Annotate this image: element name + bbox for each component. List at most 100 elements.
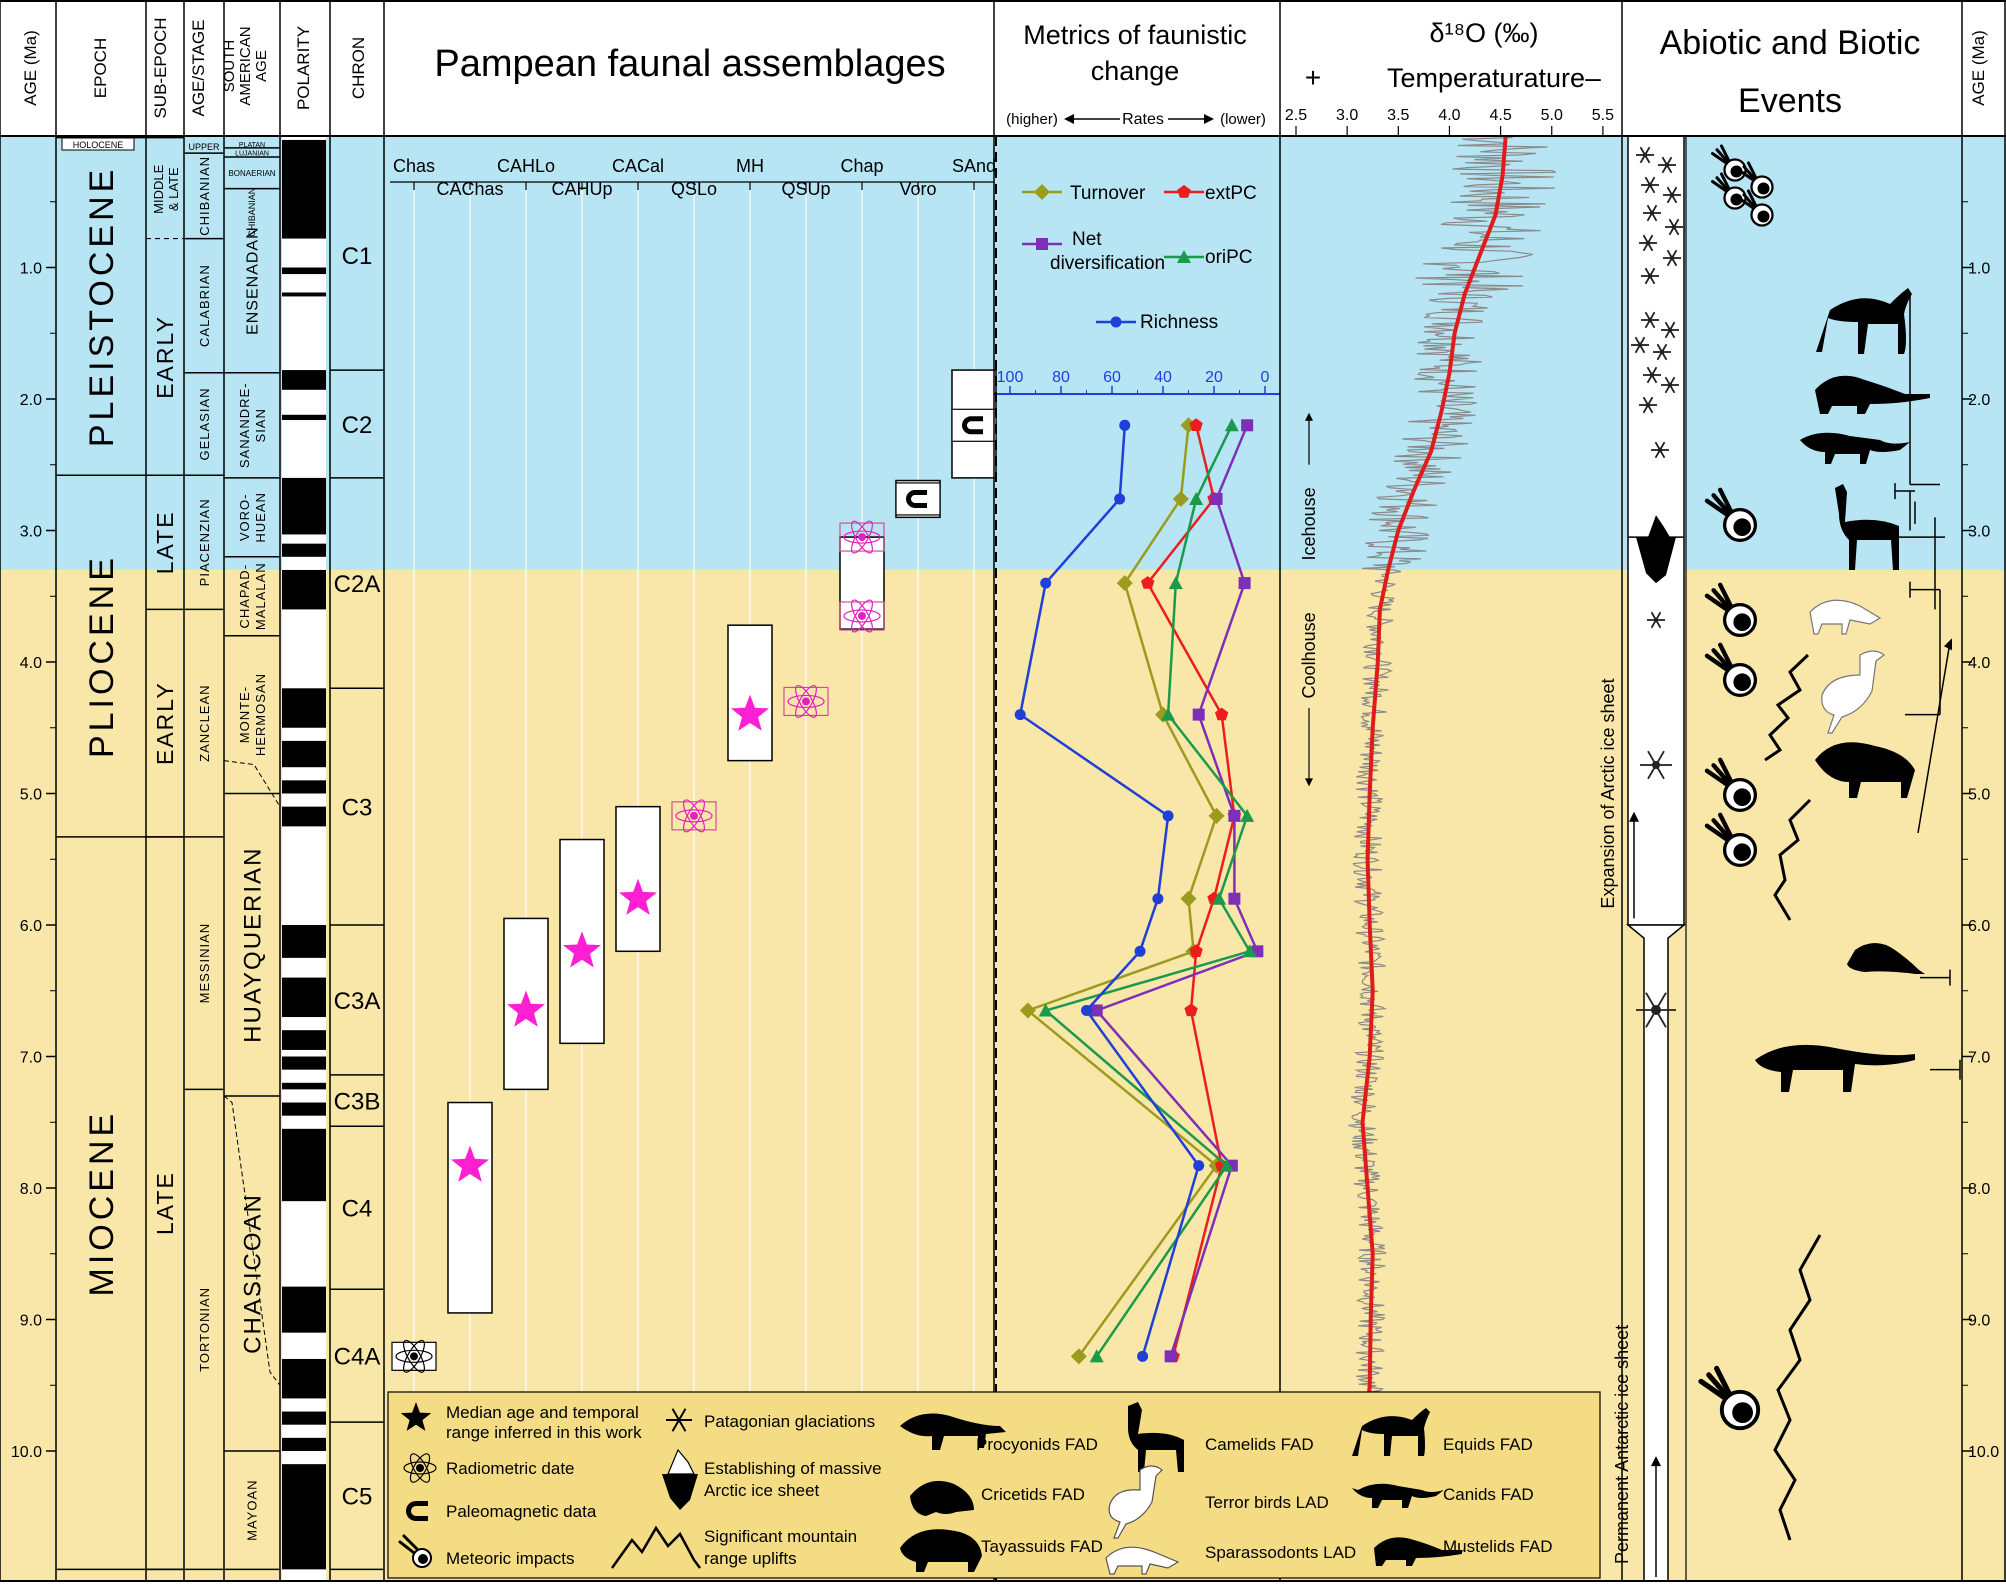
snowflake-center xyxy=(1657,447,1663,453)
chron-label: C2 xyxy=(342,412,373,439)
metrics-tick-label: 0 xyxy=(1261,369,1270,386)
series-marker xyxy=(1241,419,1254,432)
stage-label: TORTONIAN xyxy=(197,1287,212,1372)
header-epoch: EPOCH xyxy=(91,38,110,98)
series-line xyxy=(1025,425,1219,1358)
legend-mustelids-label: Mustelids FAD xyxy=(1443,1537,1553,1556)
animal-silhouette xyxy=(1847,943,1925,974)
metrics-series xyxy=(1038,418,1257,1363)
snowflake-center xyxy=(1647,273,1653,279)
meteor-core xyxy=(1733,673,1751,691)
legend-radiometric-label: Radiometric date xyxy=(446,1459,575,1478)
legend-label: Turnover xyxy=(1070,183,1146,204)
animal-silhouette xyxy=(1815,375,1930,414)
polarity-normal-band xyxy=(282,1464,326,1570)
legend-marker xyxy=(1177,185,1191,198)
epoch-label: HOLOCENE xyxy=(73,140,124,150)
meteor-icon xyxy=(1704,812,1758,868)
snowflake-icon xyxy=(1651,441,1669,459)
header-sa-age-line1: SOUTH xyxy=(221,40,238,93)
snowflake-icon xyxy=(1641,311,1659,329)
rates-arrow-left-head xyxy=(1064,114,1074,124)
atom-orbit xyxy=(403,1461,437,1475)
snowflake-arm xyxy=(671,1408,680,1421)
atom-orbit xyxy=(843,530,881,544)
atom-orbit xyxy=(851,599,873,633)
animal-silhouette xyxy=(1821,650,1885,734)
antarctic-arrow-head xyxy=(1651,1456,1661,1467)
snowflake-center xyxy=(1664,162,1670,168)
assemblage-median-star xyxy=(563,931,601,968)
snowflake-center xyxy=(1667,327,1673,333)
legend-label: oriPC xyxy=(1205,247,1253,268)
legend-star-icon xyxy=(400,1402,432,1431)
legend-sparassodonts-label: Sparassodonts LAD xyxy=(1205,1543,1356,1562)
sa-age-label: HUAYQUERIAN xyxy=(239,847,266,1043)
polarity-normal-band xyxy=(282,925,326,958)
snowflake-center xyxy=(1651,1005,1661,1015)
age-tick-left-label: 8.0 xyxy=(20,1181,42,1198)
legend-marker xyxy=(1034,184,1050,200)
series-marker xyxy=(1189,944,1203,957)
series-marker xyxy=(1089,1349,1104,1363)
stage-label: UPPER xyxy=(188,142,220,152)
age-tick-right-label: 4.0 xyxy=(1968,655,1990,672)
header-d18o: δ¹⁸O (‰) xyxy=(1430,18,1539,48)
snowflake-icon xyxy=(1641,176,1659,194)
paleomag-box xyxy=(895,482,941,516)
atom-nucleus xyxy=(410,1352,418,1361)
legend-paleomag-icon xyxy=(406,1501,428,1521)
snowflake-center xyxy=(1671,224,1677,230)
series-marker xyxy=(1161,707,1176,721)
assemblage-label: CACal xyxy=(612,156,664,176)
assemblage-label: MH xyxy=(736,156,764,176)
snowflake-icon xyxy=(1661,376,1679,394)
assemblage-median-star xyxy=(619,878,657,915)
atom-orbit xyxy=(851,520,873,554)
series-line xyxy=(1018,425,1201,1357)
metrics-tick-label: 20 xyxy=(1205,369,1223,386)
polarity-normal-band xyxy=(282,1437,326,1451)
radiometric-box xyxy=(783,686,829,717)
metrics-legend-item: oriPC xyxy=(1164,247,1253,268)
legend-terror-label: Terror birds LAD xyxy=(1205,1493,1329,1512)
meteor-icon xyxy=(1738,189,1774,227)
legend-marker xyxy=(1036,238,1048,250)
snowflake-center xyxy=(1653,617,1659,623)
radiometric-icon xyxy=(391,1339,437,1373)
mountain-uplift-icon xyxy=(1764,653,1810,762)
header-sa-age: SOUTH AMERICAN AGE xyxy=(221,26,270,105)
assemblage-label: CAChas xyxy=(436,179,503,199)
legend-equids-label: Equids FAD xyxy=(1443,1435,1533,1454)
age-tick-right-label: 8.0 xyxy=(1968,1181,1990,1198)
age-tick-right-label: 5.0 xyxy=(1968,787,1990,804)
snowflake-icon xyxy=(1663,249,1681,267)
meteor-core xyxy=(1757,182,1770,195)
animal-silhouette xyxy=(1800,432,1910,464)
series-marker xyxy=(1137,1350,1149,1362)
arctic-label: Expansion of Arctic ice sheet xyxy=(1598,678,1618,908)
meteor-icon xyxy=(1704,642,1758,698)
header-subepoch: SUB-EPOCH xyxy=(151,17,170,118)
snowflake-center xyxy=(1669,192,1675,198)
legend-arctic-line2: Arctic ice sheet xyxy=(704,1481,820,1500)
age-tick-left-label: 6.0 xyxy=(20,918,42,935)
snowflake-center xyxy=(1652,761,1660,769)
header-polarity: POLARITY xyxy=(294,26,313,110)
atom-nucleus xyxy=(802,697,810,706)
series-marker xyxy=(1215,707,1229,721)
holocene-box xyxy=(61,137,135,151)
series-line xyxy=(1043,424,1252,1358)
metrics-series xyxy=(1014,419,1205,1362)
animal-silhouette xyxy=(1835,484,1899,570)
snowflake-arm xyxy=(678,1408,687,1421)
series-marker xyxy=(1141,576,1155,589)
header-metrics-line1: Metrics of faunistic xyxy=(1023,20,1247,50)
radiometric-box xyxy=(839,522,885,552)
temp-tick-label: 2.5 xyxy=(1285,107,1307,124)
meteor-core xyxy=(1732,1402,1753,1423)
